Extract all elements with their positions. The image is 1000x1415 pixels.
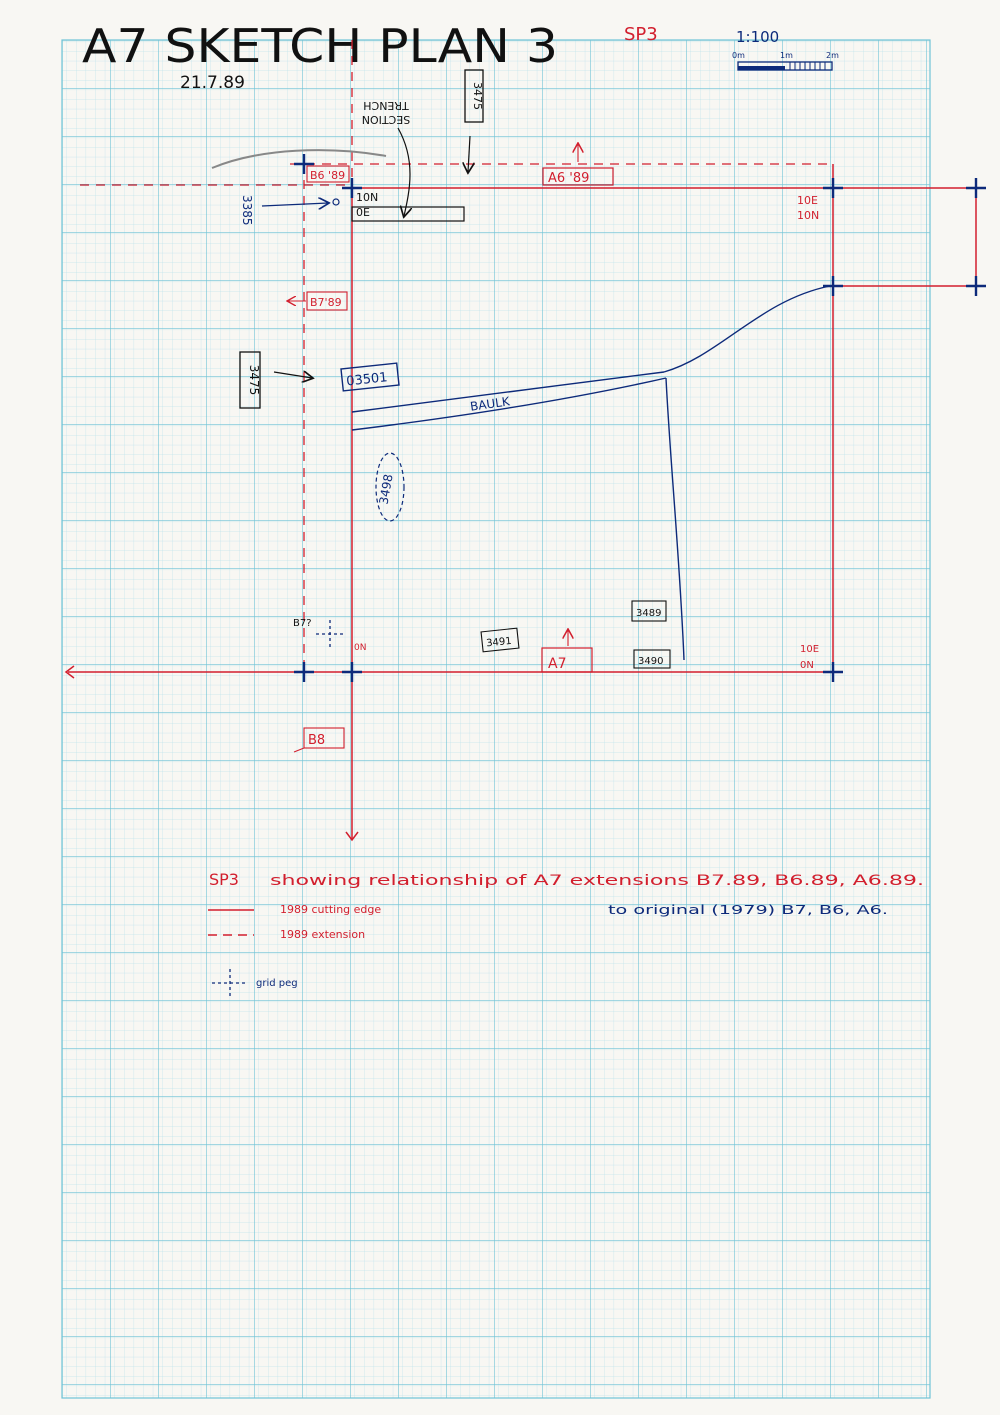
context-3489-box [631, 600, 667, 622]
crosshair-icon [823, 178, 843, 198]
context-3490-box [633, 649, 671, 669]
crosshair-icon [823, 662, 843, 682]
svg-text:SECTION: SECTION [362, 113, 410, 126]
extension-lines [80, 40, 833, 672]
trench-b6-box [306, 165, 350, 183]
context-3489: 3489 [636, 608, 661, 619]
trench-b8-label: B8 [308, 733, 325, 748]
legend-extension: 1989 extension [280, 928, 365, 941]
graph-grid [61, 39, 931, 1399]
grid-label-10n-top: 10N [797, 209, 819, 222]
grid-label-0n-left: 0N [354, 643, 366, 653]
context-3385: 3385 [240, 195, 254, 226]
crosshair-icon [294, 662, 314, 682]
trench-b6-label: B6 '89 [310, 169, 345, 182]
context-3490: 3490 [638, 656, 663, 667]
trench-b7-label: B7'89 [310, 296, 342, 309]
trench-b8-box [303, 727, 345, 749]
excavation-edges [351, 285, 831, 661]
grid-label-0e: 0E [356, 206, 370, 219]
scale-tick-2: 2m [826, 51, 839, 60]
crosshair-icon [342, 662, 362, 682]
caption-prefix: SP3 [209, 870, 239, 889]
legend-grid-peg: grid peg [256, 978, 298, 989]
legend-cutting-edge: 1989 cutting edge [280, 903, 381, 916]
context-3491: 3491 [486, 636, 512, 650]
context-3475-top-box [464, 69, 484, 123]
legend: SP3 showing relationship of A7 extension… [208, 870, 924, 998]
feature-3498 [375, 452, 405, 522]
grid-label-10e-bottom: 10E [800, 644, 819, 655]
sheet-code: SP3 [624, 24, 658, 45]
context-3491-box [480, 627, 520, 653]
arrow-icon [273, 372, 312, 378]
swing-arc [211, 149, 387, 169]
grid-label-10n: 10N [356, 191, 378, 204]
context-3475-left: 3475 [247, 365, 261, 396]
scale-tick-1: 1m [780, 51, 793, 60]
crosshair-icon [316, 620, 344, 648]
crosshair-icon [212, 969, 248, 998]
b8-leader [293, 747, 305, 753]
scale-tick-0: 0m [732, 51, 745, 60]
grid-pegs [294, 154, 986, 682]
b7-peg-label: B7? [293, 618, 312, 629]
arrow-icon [468, 135, 470, 172]
context-3498: 3498 [377, 473, 396, 506]
caption-line-1: showing relationship of A7 extensions B7… [270, 873, 924, 889]
arrow-icon [397, 127, 410, 216]
grid-label-0n-bottom: 0N [800, 660, 814, 671]
caption-line-2: to original (1979) B7, B6, A6. [608, 903, 888, 917]
page-title: A7 SKETCH PLAN 3 [82, 19, 558, 73]
cutting-edge-lines [64, 164, 977, 842]
peg-marker [332, 198, 340, 206]
crosshair-icon [966, 276, 986, 296]
context-3475-left-box [239, 351, 261, 409]
trench-b7-box [306, 291, 348, 311]
plan-date: 21.7.89 [180, 73, 245, 93]
svg-text:TRENCH: TRENCH [363, 99, 410, 112]
arrow-icon [261, 203, 328, 206]
trench-a7-label: A7 [548, 656, 566, 672]
crosshair-icon [823, 276, 843, 296]
crosshair-icon [966, 178, 986, 198]
scale-bar: 0m 1m 2m [732, 51, 839, 71]
trench-a6-box [542, 167, 614, 186]
grid-label-10e-top: 10E [797, 194, 818, 207]
baulk-label: BAULK [469, 394, 511, 414]
trench-a6-label: A6 '89 [548, 171, 589, 186]
context-03501-box [340, 362, 400, 392]
context-03501: 03501 [346, 370, 389, 389]
scale-label: 1:100 [736, 28, 779, 46]
crosshair-icon [294, 154, 314, 174]
context-3475-top: 3475 [471, 82, 484, 110]
crosshair-icon [342, 178, 362, 198]
section-trench-label: SECTION TRENCH [362, 99, 410, 126]
trench-a7-box [541, 647, 593, 673]
